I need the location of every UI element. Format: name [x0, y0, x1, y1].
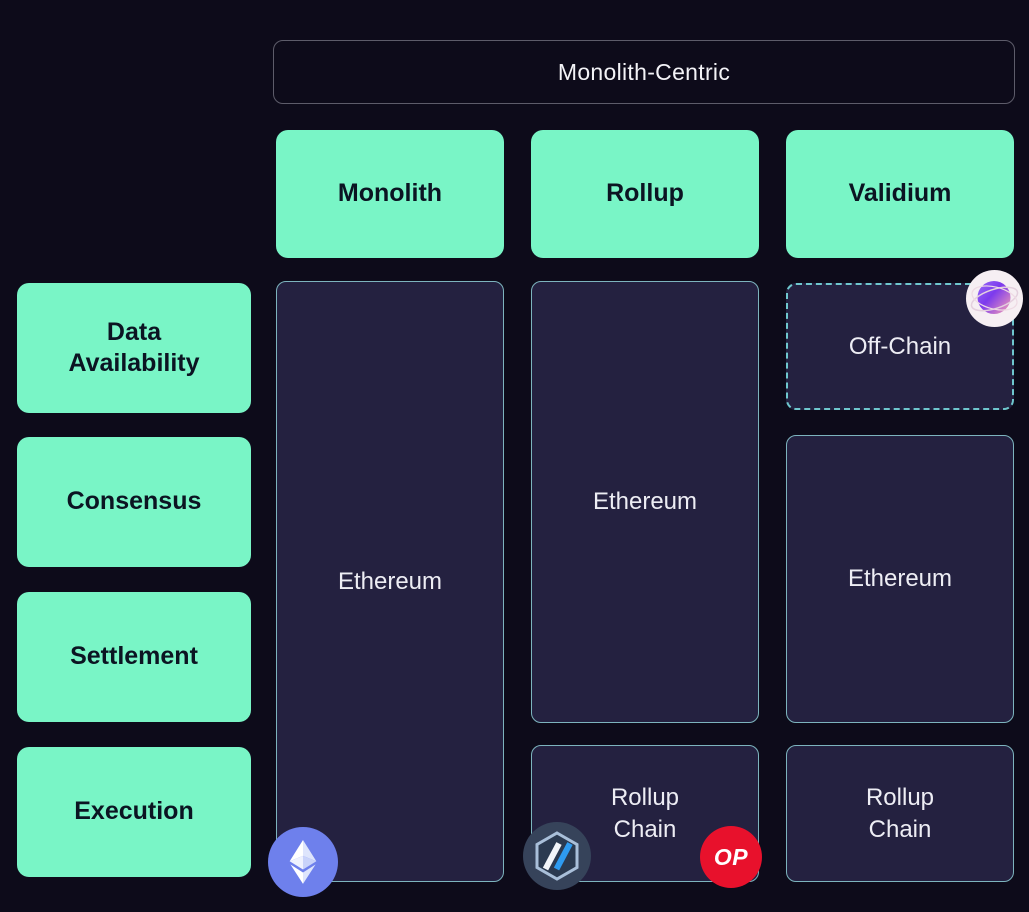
cell-monolith-ethereum: Ethereum	[276, 281, 504, 882]
cell-label: Rollup Chain	[610, 784, 680, 843]
row-label: Execution	[74, 797, 194, 826]
row-header-settlement: Settlement	[17, 592, 251, 722]
row-header-execution: Execution	[17, 747, 251, 877]
column-header-monolith: Monolith	[276, 130, 504, 258]
arbitrum-glyph	[523, 822, 591, 890]
diagram-title: Monolith-Centric	[557, 58, 731, 85]
row-label: Data Availability	[68, 317, 200, 377]
row-header-consensus: Consensus	[17, 437, 251, 567]
row-header-data-availability: Data Availability	[17, 283, 251, 413]
row-label: Consensus	[66, 487, 202, 516]
orbit-sphere-icon	[966, 270, 1023, 327]
cell-label: Ethereum	[337, 567, 443, 595]
cell-validium-ethereum: Ethereum	[786, 435, 1014, 723]
cell-label: Ethereum	[847, 565, 953, 593]
diagram-title-box: Monolith-Centric	[273, 40, 1015, 104]
optimism-label: OP	[713, 843, 749, 870]
column-label: Rollup	[606, 179, 684, 208]
column-label: Monolith	[337, 179, 443, 208]
cell-rollup-ethereum: Ethereum	[531, 281, 759, 723]
orbit-sphere-glyph	[966, 270, 1023, 327]
ethereum-icon	[268, 827, 338, 897]
optimism-icon: OP	[700, 826, 762, 888]
row-label: Settlement	[70, 642, 198, 671]
cell-label: Rollup Chain	[865, 784, 935, 843]
cell-label: Ethereum	[592, 488, 698, 516]
ethereum-glyph	[289, 840, 317, 884]
column-header-rollup: Rollup	[531, 130, 759, 258]
arbitrum-icon	[523, 822, 591, 890]
column-header-validium: Validium	[786, 130, 1014, 258]
cell-validium-rollup-chain: Rollup Chain	[786, 745, 1014, 882]
column-label: Validium	[848, 179, 952, 208]
cell-label: Off-Chain	[848, 332, 952, 360]
